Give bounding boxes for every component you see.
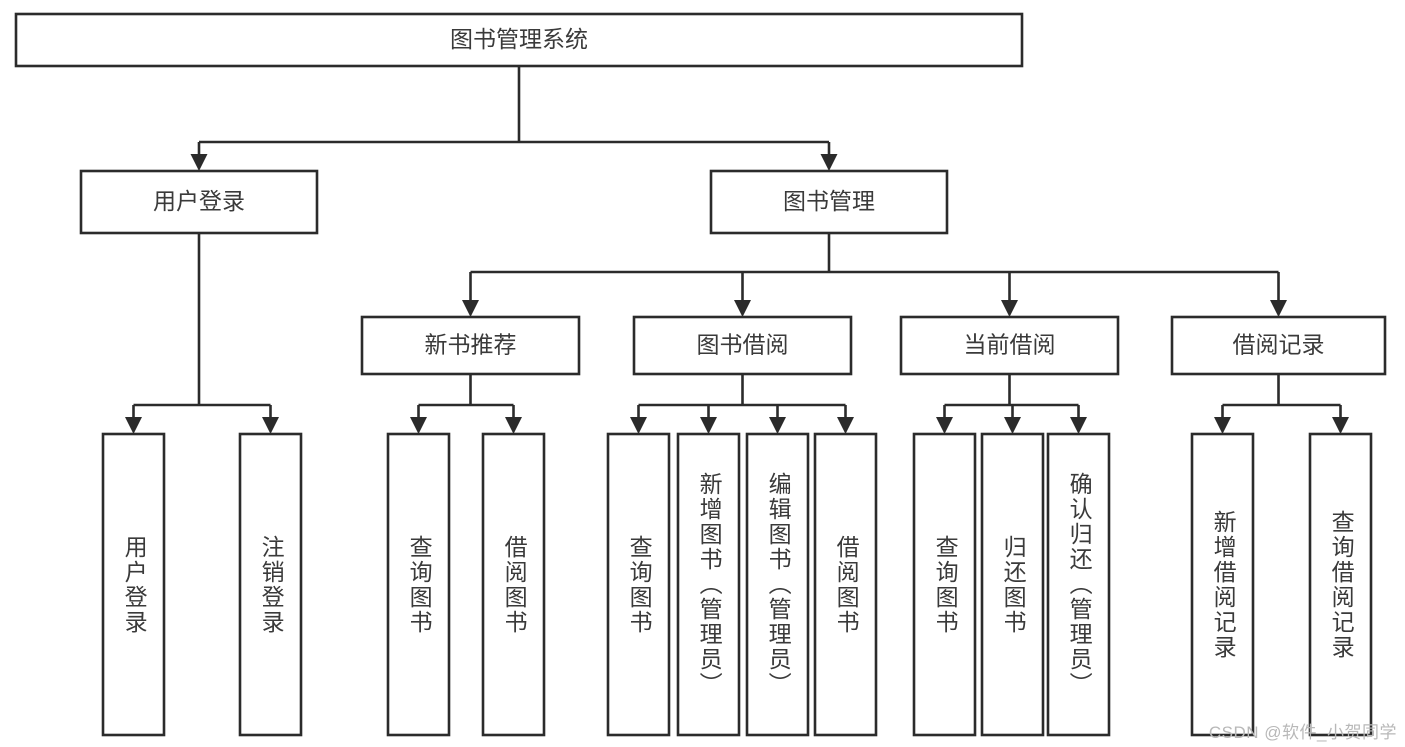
node-box-new-book-recommend[interactable] <box>360 315 581 376</box>
node-box-user-login-logout[interactable] <box>238 432 303 737</box>
node-box-book-management[interactable] <box>709 169 949 235</box>
node-box-root[interactable] <box>14 12 1024 68</box>
node-box-borrow-edit-book[interactable] <box>745 432 810 737</box>
node-box-current-query-book[interactable] <box>912 432 977 737</box>
connector-new-book-recommend-to-recommend-borrow-book <box>505 405 522 434</box>
connector-book-management-to-borrow-records <box>1270 272 1287 317</box>
node-box-borrow-add-book[interactable] <box>676 432 741 737</box>
node-label-root: 图书管理系统 <box>450 26 588 52</box>
connector-borrow-records-to-records-query-record <box>1332 405 1349 434</box>
node-box-recommend-borrow-book[interactable] <box>481 432 546 737</box>
connector-root-to-book-management <box>820 142 838 171</box>
connector-book-borrow-to-borrow-borrow-book <box>837 405 854 434</box>
connector-borrow-records-to-records-add-record <box>1214 405 1231 434</box>
node-box-borrow-records[interactable] <box>1170 315 1387 376</box>
node-label-book-management: 图书管理 <box>783 188 875 214</box>
connector-book-management-to-book-borrow <box>734 272 751 317</box>
node-box-current-confirm-return[interactable] <box>1046 432 1111 737</box>
node-box-book-borrow[interactable] <box>632 315 853 376</box>
node-box-user-login-login[interactable] <box>101 432 166 737</box>
connector-current-borrow-to-current-confirm-return <box>1070 405 1087 434</box>
node-box-recommend-query-book[interactable] <box>386 432 451 737</box>
node-label-borrow-records: 借阅记录 <box>1233 332 1325 358</box>
node-label-new-book-recommend: 新书推荐 <box>425 332 517 358</box>
node-box-records-add-record[interactable] <box>1190 432 1255 737</box>
connector-root-to-user-login <box>190 142 208 171</box>
connector-book-management-to-current-borrow <box>1001 272 1018 317</box>
connector-book-management-to-new-book-recommend <box>462 272 479 317</box>
node-box-user-login[interactable] <box>79 169 319 235</box>
node-box-borrow-borrow-book[interactable] <box>813 432 878 737</box>
connector-current-borrow-to-current-query-book <box>936 405 953 434</box>
connector-book-borrow-to-borrow-edit-book <box>769 405 786 434</box>
csdn-watermark: CSDN @软件_小贺同学 <box>1208 723 1397 742</box>
node-box-borrow-query-book[interactable] <box>606 432 671 737</box>
connector-book-borrow-to-borrow-add-book <box>700 405 717 434</box>
connector-current-borrow-to-current-return-book <box>1004 405 1021 434</box>
node-label-book-borrow: 图书借阅 <box>697 332 789 358</box>
node-box-current-return-book[interactable] <box>980 432 1045 737</box>
node-label-current-borrow: 当前借阅 <box>964 332 1056 358</box>
connector-user-login-to-user-login-logout <box>262 405 279 434</box>
node-label-user-login: 用户登录 <box>153 188 245 214</box>
node-box-current-borrow[interactable] <box>899 315 1120 376</box>
node-box-records-query-record[interactable] <box>1308 432 1373 737</box>
connector-book-borrow-to-borrow-query-book <box>630 405 647 434</box>
connector-new-book-recommend-to-recommend-query-book <box>410 405 427 434</box>
connector-user-login-to-user-login-login <box>125 405 142 434</box>
